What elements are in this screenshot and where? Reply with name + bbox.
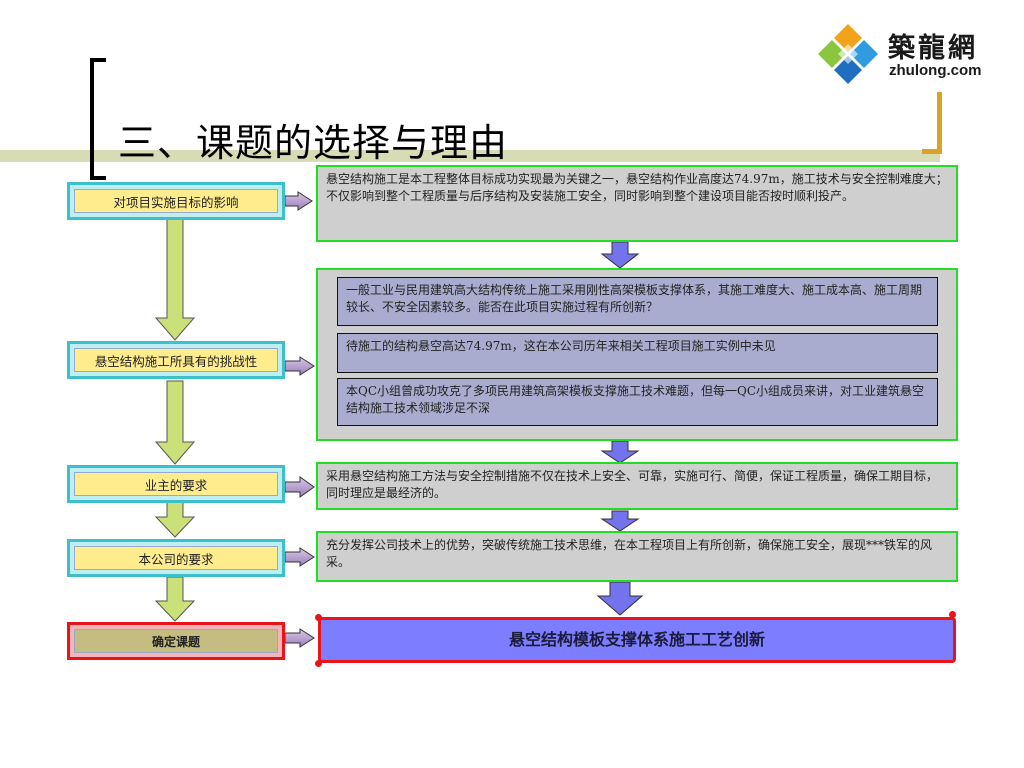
down-arrow-blue-1 [600,241,640,269]
right-arrow-3 [284,476,315,498]
label-owner-text: 业主的要求 [74,472,278,496]
title-bracket-left [90,58,106,180]
down-arrow-green-2 [154,380,196,465]
logo-text-en: zhulong.com [889,62,982,79]
handle-dot-tl [315,614,322,621]
title-underline [0,150,940,162]
label-impact: 对项目实施目标的影响 [67,182,285,220]
logo [812,18,1004,88]
sub-challenge-2: 待施工的结构悬空高达74.97m，这在本公司历年来相关工程项目施工实例中未见 [337,333,938,373]
logo-text-cn: 築龍網 [888,33,978,64]
box-owner: 采用悬空结构施工方法与安全控制措施不仅在技术上安全、可靠，实施可行、简便，保证工… [316,462,958,510]
down-arrow-green-1 [154,217,196,341]
label-impact-text: 对项目实施目标的影响 [74,189,278,213]
down-arrow-blue-4 [596,581,644,616]
title-bracket-right [922,92,942,154]
right-arrow-2 [284,356,315,376]
box-result: 悬空结构模板支撑体系施工工艺创新 [318,617,956,663]
logo-icon [818,24,878,84]
label-company-text: 本公司的要求 [74,546,278,570]
sub-challenge-3: 本QC小组曾成功攻克了多项民用建筑高架模板支撑施工技术难题，但每一QC小组成员来… [337,378,938,426]
label-decide: 确定课题 [67,622,285,660]
box-company: 充分发挥公司技术上的优势，突破传统施工技术思维，在本工程项目上有所创新，确保施工… [316,531,958,582]
down-arrow-blue-3 [600,510,640,532]
box-impact: 悬空结构施工是本工程整体目标成功实现最为关键之一，悬空结构作业高度达74.97m… [316,165,958,242]
label-owner: 业主的要求 [67,465,285,503]
down-arrow-blue-2 [600,440,640,464]
label-challenge-text: 悬空结构施工所具有的挑战性 [74,348,278,372]
label-challenge: 悬空结构施工所具有的挑战性 [67,341,285,379]
label-decide-text: 确定课题 [74,629,278,653]
right-arrow-5 [284,628,315,648]
handle-dot-bl [315,660,322,667]
handle-dot-tr [949,611,956,618]
right-arrow-1 [284,191,313,211]
page-title: 三、课题的选择与理由 [118,121,509,165]
down-arrow-green-3 [154,500,196,538]
sub-challenge-1: 一般工业与民用建筑高大结构传统上施工采用刚性高架模板支撑体系，其施工难度大、施工… [337,277,938,326]
right-arrow-4 [284,547,315,567]
down-arrow-green-4 [154,576,196,622]
label-company: 本公司的要求 [67,539,285,577]
